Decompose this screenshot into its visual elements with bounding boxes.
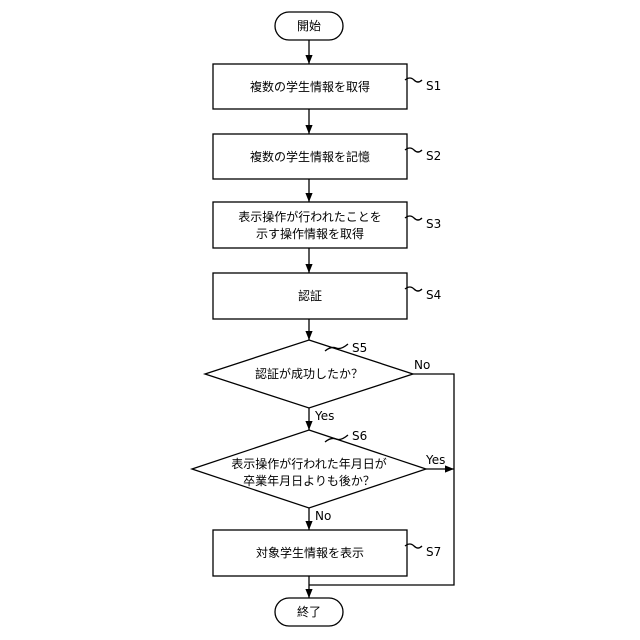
step-s3-text-line2: 示す操作情報を取得 [256,226,364,241]
decision-label-s6: S6 [352,429,367,443]
step-label-s4: S4 [426,288,441,302]
step-s7-text: 対象学生情報を表示 [256,545,364,560]
decision-s6-yes-label: Yes [425,453,445,467]
step-s4-text: 認証 [298,288,322,303]
decision-s6-text-line1: 表示操作が行われた年月日が [231,456,386,471]
start-text: 開始 [297,19,321,33]
process-step-s3: 表示操作が行われたことを 示す操作情報を取得 S3 [213,202,441,248]
start-node: 開始 [275,12,343,40]
process-step-s1: 複数の学生情報を取得 S1 [213,64,441,109]
step-label-s1: S1 [426,79,441,93]
step-s2-text: 複数の学生情報を記憶 [250,149,370,164]
end-node: 終了 [275,598,343,626]
process-step-s4: 認証 S4 [213,273,441,319]
decision-s6-text-line2: 卒業年月日よりも後か？ [243,474,375,488]
step-label-s3: S3 [426,217,441,231]
decision-s5-no-label: No [414,358,430,372]
step-s1-text: 複数の学生情報を取得 [250,79,370,94]
process-step-s2: 複数の学生情報を記憶 S2 [213,134,441,179]
decision-s5-text: 認証が成功したか？ [255,366,363,381]
step-label-s2: S2 [426,149,441,163]
step-s3-text-line1: 表示操作が行われたことを [238,209,381,224]
decision-s5-yes-label: Yes [314,409,334,423]
end-text: 終了 [297,604,321,619]
decision-s5: 認証が成功したか？ S5 No Yes [205,340,430,423]
decision-s6-no-label: No [315,509,331,523]
decision-label-s5: S5 [352,341,367,355]
decision-s6: 表示操作が行われた年月日が 卒業年月日よりも後か？ S6 Yes No [192,429,445,523]
step-label-s7: S7 [426,545,441,559]
process-step-s7: 対象学生情報を表示 S7 [213,530,441,576]
